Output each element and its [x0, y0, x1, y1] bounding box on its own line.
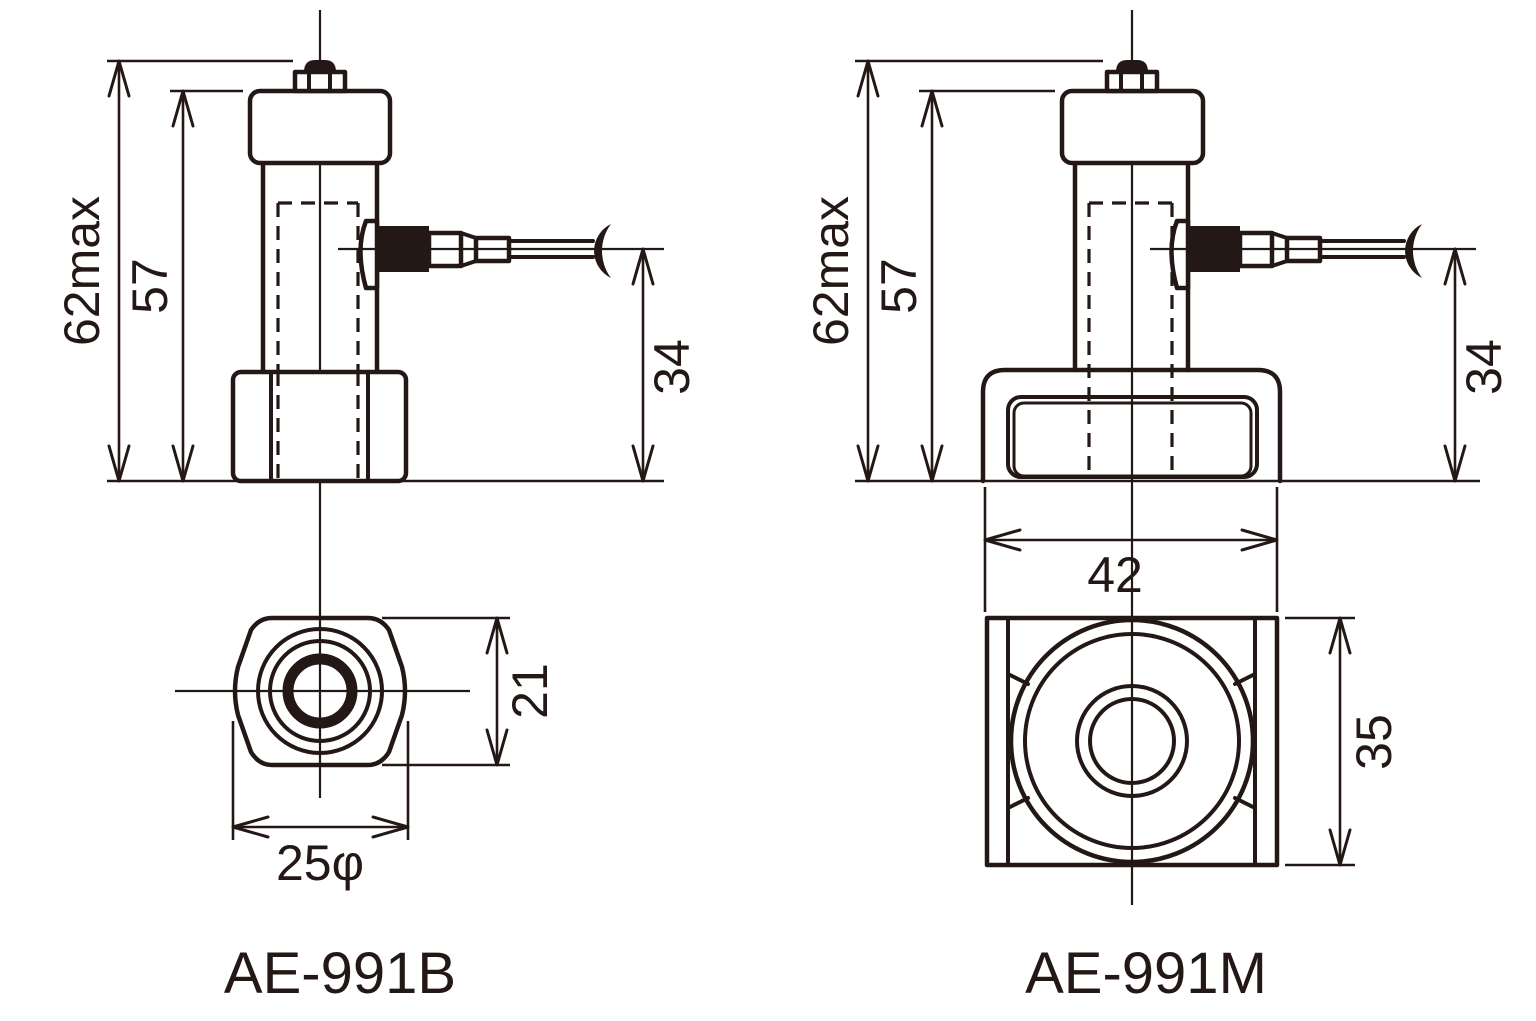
dim-line-57 [919, 89, 1055, 481]
ae-991b-drawing: 62max 57 34 21 25φ AE-991B [54, 10, 700, 1006]
connector-taper [1270, 231, 1289, 268]
top-cap [1059, 88, 1206, 166]
model-label-right: AE-991M [1025, 941, 1267, 1006]
flat-extension-lines [382, 616, 510, 767]
dim-line-62max [107, 59, 293, 481]
side-connector [1150, 218, 1476, 291]
dim-line-35 [1285, 616, 1355, 867]
connector-flange [358, 218, 380, 291]
ae-991b-dimensions: 62max 57 34 21 25φ [54, 59, 700, 891]
dim-arrows-21 [485, 616, 509, 767]
ae-991m-dimensions: 62max 57 34 42 35 [803, 59, 1512, 867]
bore-ring [282, 653, 358, 729]
connector-cable [1318, 239, 1406, 259]
dim-arrows-42 [983, 528, 1279, 552]
magnet-outer-circle [1008, 617, 1256, 865]
dim-text-25dia: 25φ [276, 835, 364, 891]
pole-chamfer-lines [1006, 672, 1257, 810]
dim-arrows-57 [920, 89, 944, 483]
cable-end-crescent [1405, 224, 1422, 278]
connector-taper [459, 231, 478, 268]
top-cap [247, 88, 393, 166]
hidden-bore-dashed-nut [276, 372, 360, 481]
dim-text-42: 42 [1087, 547, 1143, 603]
dim-arrows-62max [107, 59, 131, 483]
magnet-inner-circle [1023, 632, 1241, 850]
top-dome [304, 60, 336, 72]
top-nut [1104, 69, 1160, 94]
top-nut [292, 69, 348, 94]
dim-text-35: 35 [1346, 714, 1402, 770]
dim-text-62max-right: 62max [803, 196, 859, 346]
connector-flange [1169, 218, 1191, 291]
dim-text-62max-left: 62max [54, 196, 110, 346]
hexagon-outline [232, 615, 408, 768]
bottom-nut [230, 369, 409, 484]
dim-arrows-25dia [231, 815, 410, 839]
connector-cable [507, 239, 595, 259]
dim-arrows-34 [631, 247, 655, 483]
side-connector [338, 218, 664, 291]
dim-line-62max [855, 59, 1103, 481]
ae-991b-bottom-view [175, 615, 510, 768]
dim-text-34-right: 34 [1456, 339, 1512, 395]
top-nut-facets [1119, 70, 1144, 93]
ae-991m-front-view [855, 60, 1480, 484]
magnet-bracket-outer [980, 367, 1283, 484]
dim-arrows-35 [1328, 616, 1352, 867]
dim-text-34-left: 34 [644, 339, 700, 395]
dim-text-57-right: 57 [871, 258, 927, 314]
dim-line-25dia [231, 721, 410, 840]
hub-outer-circle [1075, 684, 1189, 798]
chamfer-circle [256, 627, 384, 755]
top-dome [1116, 60, 1148, 72]
top-nut-facets [307, 70, 332, 93]
model-label-left: AE-991B [224, 941, 456, 1006]
thread-circle [268, 639, 372, 743]
hub-inner-circle [1088, 697, 1176, 785]
ae-991b-front-view [107, 60, 664, 484]
dim-arrows-34 [1443, 247, 1467, 483]
bottom-nut-facets [269, 370, 370, 483]
hidden-bore-dashed [1087, 201, 1174, 477]
magnet-bracket-inner2 [1012, 401, 1253, 478]
ae-991m-bottom-view [984, 615, 1280, 868]
dim-text-57-left: 57 [122, 258, 178, 314]
dim-arrows-62max [856, 59, 880, 483]
ae-991m-drawing: 62max 57 34 42 35 AE-991M [803, 10, 1512, 1006]
dim-text-21: 21 [502, 663, 558, 719]
dim-line-42 [983, 487, 1279, 612]
cable-end-crescent [594, 224, 611, 278]
dim-arrows-57 [171, 89, 195, 483]
